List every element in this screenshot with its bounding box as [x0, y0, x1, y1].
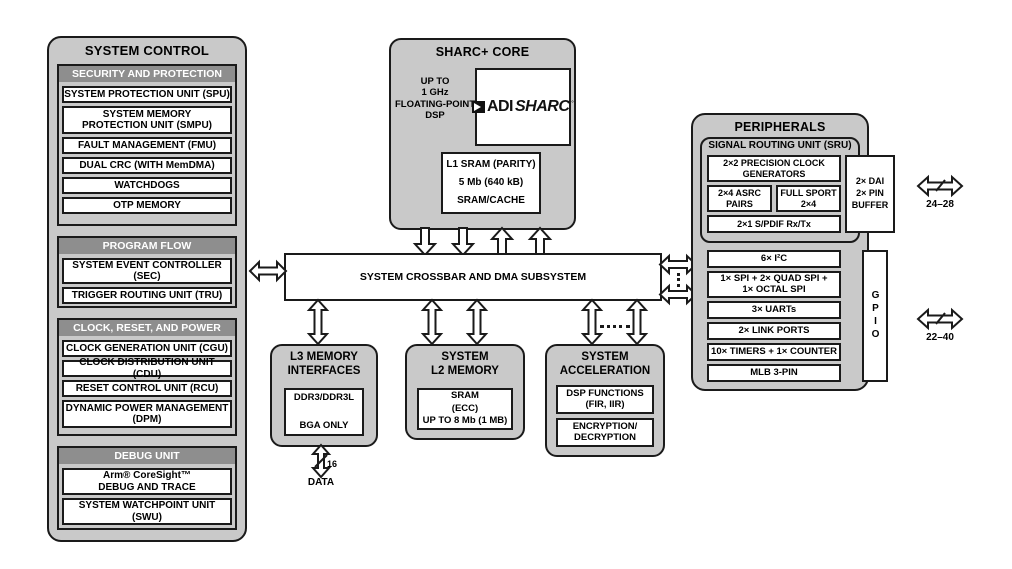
cell-cgu[interactable]: CLOCK GENERATION UNIT (CGU)	[62, 340, 232, 357]
crossbar-to-l3-arrow	[306, 298, 330, 346]
acceleration-title: SYSTEM ACCELERATION	[559, 351, 651, 377]
cell-rcu[interactable]: RESET CONTROL UNIT (RCU)	[62, 380, 232, 397]
dai-pins-arrow	[916, 174, 964, 198]
cell-watchdogs[interactable]: WATCHDOGS	[62, 177, 232, 194]
cell-dual-crc[interactable]: DUAL CRC (WITH MemDMA)	[62, 157, 232, 174]
cell-l1-sram[interactable]: L1 SRAM (PARITY) 5 Mb (640 kB) SRAM/CACH…	[441, 152, 541, 214]
sharc-to-crossbar-arrows	[412, 226, 553, 257]
sharc-core-title: SHARC+ CORE	[435, 45, 530, 59]
adi-sharc-logo: ADI SHARC ˚	[471, 68, 575, 146]
dai-pins-label: 24–28	[926, 199, 954, 210]
sharc-core-spec: UP TO 1 GHz FLOATING-POINT DSP	[394, 76, 476, 122]
system-crossbar-block: SYSTEM CROSSBAR AND DMA SUBSYSTEM	[284, 253, 662, 301]
cell-spu[interactable]: SYSTEM PROTECTION UNIT (SPU)	[62, 86, 232, 103]
system-control-title: SYSTEM CONTROL	[84, 43, 210, 58]
gpio-pins-label: 22–40	[926, 332, 954, 343]
cell-mlb[interactable]: MLB 3-PIN	[707, 364, 841, 382]
cell-i2c[interactable]: 6× I²C	[707, 250, 841, 268]
acceleration-dotted-link	[600, 325, 630, 328]
l2-memory-title: SYSTEM L2 MEMORY	[431, 351, 499, 377]
cell-ddr3[interactable]: DDR3/DDR3L BGA ONLY	[284, 388, 364, 436]
peripherals-title: PERIPHERALS	[734, 120, 826, 134]
gpio-letters: GPIO	[870, 290, 881, 342]
cell-link-ports[interactable]: 2× LINK PORTS	[707, 322, 841, 340]
cell-uarts[interactable]: 3× UARTs	[707, 301, 841, 319]
cell-dsp-functions[interactable]: DSP FUNCTIONS (FIR, IIR)	[556, 385, 654, 414]
crossbar-to-l2-arrow-left	[420, 298, 444, 346]
cell-encryption-decryption[interactable]: ENCRYPTION/ DECRYPTION	[556, 418, 654, 447]
logo-product: SHARC	[515, 98, 570, 115]
cell-spi[interactable]: 1× SPI + 2× QUAD SPI + 1× OCTAL SPI	[707, 271, 841, 298]
play-triangle-icon	[471, 101, 485, 113]
cell-sec[interactable]: SYSTEM EVENT CONTROLLER (SEC)	[62, 258, 232, 284]
cell-otp-memory[interactable]: OTP MEMORY	[62, 197, 232, 214]
sru-header: SIGNAL ROUTING UNIT (SRU)	[708, 140, 852, 151]
section-header-program-flow: PROGRAM FLOW	[59, 238, 235, 254]
l3-bus-label: DATA	[307, 477, 335, 488]
cell-precision-clock-generators[interactable]: 2×2 PRECISION CLOCK GENERATORS	[707, 155, 841, 182]
cell-gpio[interactable]: GPIO	[862, 250, 888, 382]
cell-smpu[interactable]: SYSTEM MEMORY PROTECTION UNIT (SMPU)	[62, 106, 232, 134]
system-control-crossbar-arrow	[248, 259, 288, 283]
crossbar-to-acceleration-arrow-left	[580, 298, 604, 346]
cell-fmu[interactable]: FAULT MANAGEMENT (FMU)	[62, 137, 232, 154]
section-header-debug-unit: DEBUG UNIT	[59, 448, 235, 464]
section-header-security: SECURITY AND PROTECTION	[59, 66, 235, 82]
crossbar-to-acceleration-arrow-right	[625, 298, 649, 346]
cell-asrc-pairs[interactable]: 2×4 ASRC PAIRS	[707, 185, 772, 212]
cell-tru[interactable]: TRIGGER ROUTING UNIT (TRU)	[62, 287, 232, 304]
l3-bus-width-label: 16	[327, 459, 338, 469]
gpio-pins-arrow	[916, 307, 964, 331]
cell-coresight[interactable]: Arm® CoreSight™ DEBUG AND TRACE	[62, 468, 232, 495]
l3-data-bus-arrow	[310, 443, 332, 479]
crossbar-peripherals-dotted-link	[677, 273, 680, 287]
cell-dpm[interactable]: DYNAMIC POWER MANAGEMENT (DPM)	[62, 400, 232, 428]
cell-cdu[interactable]: CLOCK DISTRIBUTION UNIT (CDU)	[62, 357, 232, 380]
cell-l2-sram[interactable]: SRAM (ECC) UP TO 8 Mb (1 MB)	[417, 388, 513, 430]
crossbar-to-l2-arrow-right	[465, 298, 489, 346]
cell-swu[interactable]: SYSTEM WATCHPOINT UNIT (SWU)	[62, 498, 232, 525]
logo-brand: ADI	[486, 98, 514, 115]
crossbar-label: SYSTEM CROSSBAR AND DMA SUBSYSTEM	[359, 271, 587, 283]
l3-memory-title: L3 MEMORY INTERFACES	[287, 351, 361, 377]
section-header-clock-reset-power: CLOCK, RESET, AND POWER	[59, 320, 235, 336]
cell-dai-pin-buffer[interactable]: 2× DAI 2× PIN BUFFER	[845, 155, 895, 233]
cell-full-sport[interactable]: FULL SPORT 2×4	[776, 185, 841, 212]
cell-timers-counter[interactable]: 10× TIMERS + 1× COUNTER	[707, 343, 841, 361]
logo-trademark: ˚	[571, 100, 575, 109]
cell-spdif[interactable]: 2×1 S/PDIF Rx/Tx	[707, 215, 841, 233]
